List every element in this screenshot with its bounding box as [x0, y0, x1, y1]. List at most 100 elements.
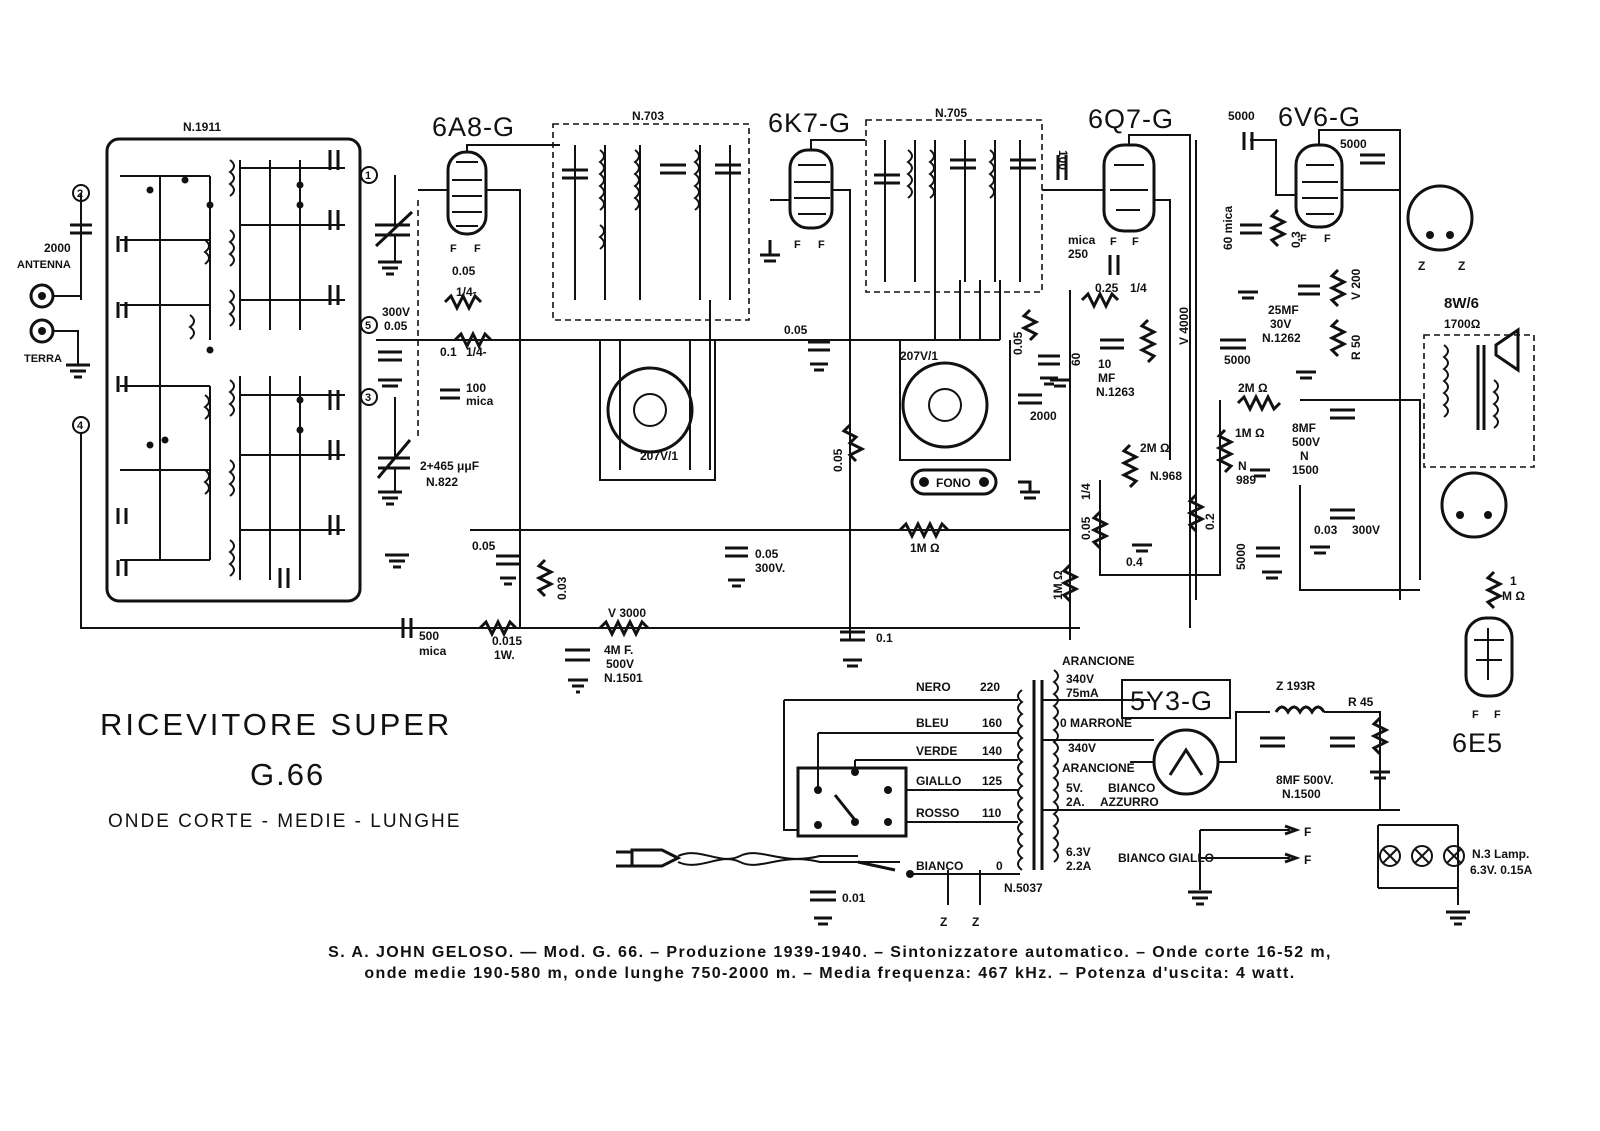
6a8-filament-label-1: F: [450, 243, 457, 255]
voltage-selector: [796, 766, 908, 838]
cap-2000-label: 2000: [44, 241, 71, 255]
res-0015-watt-label: 1W.: [494, 648, 515, 662]
res-02-label: 0.2: [1203, 513, 1217, 530]
if-transformer-705: N.705: [865, 106, 1043, 293]
secondary-azzurro-label: AZZURRO: [1100, 795, 1159, 809]
mains-z-label-2: Z: [972, 915, 979, 929]
tube-6v6g: 5000 6V6-G F F 5000 60 mica 0.3 25MF 30V…: [1221, 102, 1421, 600]
res-005g-label: 0.05: [1079, 516, 1093, 540]
cap-4mf-volt-label: 500V: [606, 657, 634, 671]
receiver-title: RICEVITORE SUPER: [100, 707, 453, 742]
cap-8mf-label: 8MF: [1292, 421, 1316, 435]
cap-100-mica-label: mica: [466, 394, 494, 408]
secondary-marrone-label: 0 MARRONE: [1060, 716, 1132, 730]
tube-6e5-label: 6E5: [1452, 728, 1503, 758]
cap-005e-label: 0.05: [755, 547, 779, 561]
primary-140-label: 140: [982, 744, 1002, 758]
cap-100-mica-2: [1056, 155, 1068, 180]
tube-6q7g-label: 6Q7-G: [1088, 104, 1174, 134]
cap-60-label: 60: [1069, 352, 1083, 366]
res-005f-label: 0.05: [1011, 331, 1025, 355]
tube-5y3g: 5Y3-G Z 193R 8MF 500V. N.1500 R 45: [1042, 679, 1400, 811]
pot-part-label: N.968: [1150, 469, 1182, 483]
tube-6q7g: 6Q7-G F F mica 250 0.25 1/4 10 MF N.1263…: [1011, 104, 1191, 628]
primary-160-label: 160: [982, 716, 1002, 730]
cap-100m-label: 100: [1056, 150, 1070, 170]
model-number: G.66: [250, 757, 326, 792]
cap-003-volt-label: 300V: [1352, 523, 1380, 537]
tuning-capacitors: 100 mica 2+465 μμF N.822 300V 0.05: [374, 175, 494, 506]
res-04-label: 0.4: [1126, 555, 1143, 569]
primary-220-label: 220: [980, 680, 1000, 694]
speaker-label: 8W/6: [1444, 295, 1479, 312]
secondary-5v-label: 5V.: [1066, 781, 1083, 795]
cap-250-mica-label: mica: [1068, 233, 1096, 247]
rf-trimmers: [116, 150, 340, 588]
cap-2000b-label: 2000: [1030, 409, 1057, 423]
secondary-340b-label: 340V: [1068, 741, 1096, 755]
secondary-75ma-label: 75mA: [1066, 686, 1099, 700]
terminal-4-label: 4: [77, 420, 84, 432]
cap-003-label: 0.03: [1314, 523, 1338, 537]
tube-6a8g-label: 6A8-G: [432, 112, 515, 142]
secondary-2a-label: 2A.: [1066, 795, 1085, 809]
bands-subtitle: ONDE CORTE - MEDIE - LUNGHE: [108, 811, 462, 832]
cap-10-label: 10: [1098, 357, 1112, 371]
rf-unit-label: N.1911: [183, 120, 221, 134]
res-1m-eye-label: 1: [1510, 574, 1517, 588]
caption: S. A. JOHN GELOSO. — Mod. G. 66. – Produ…: [190, 942, 1470, 984]
tube-6a8g: 6A8-G F F 0.05 1/4- 0.1 1/4-: [418, 112, 560, 628]
primary-giallo-label: GIALLO: [916, 774, 961, 788]
if1-label: N.703: [632, 109, 664, 123]
cap-8mf-filter-part-label: N.1500: [1282, 787, 1321, 801]
fono-socket: [910, 468, 998, 496]
cap-25mf-volt-label: 30V: [1270, 317, 1291, 331]
primary-bleu-label: BLEU: [916, 716, 949, 730]
res-1m-label: 1M Ω: [910, 541, 940, 555]
rf-coil-unit: N.1911: [105, 120, 362, 603]
trimmer-label: 2+465 μμF: [420, 459, 479, 473]
wave-switch-2: 207V/1 FONO: [899, 280, 1040, 500]
tube-6k7g: 6K7-G F F 0.05 0.05 0.05 300V. 1M Ω 0.1: [725, 108, 950, 668]
caption-line-1: S. A. JOHN GELOSO. — Mod. G. 66. – Produ…: [328, 944, 1332, 961]
primary-nero-label: NERO: [916, 680, 951, 694]
res-005-watt-label: 1/4-: [456, 285, 477, 299]
if2-label: N.705: [935, 106, 967, 120]
mains-section: 0.01 Z Z: [616, 699, 1020, 929]
decoupling-section: 0.05 0.03 500 mica 0.015 1W. V 3000 4M F…: [401, 539, 650, 694]
primary-bianco-label: BIANCO: [916, 859, 963, 873]
terminal-3: [360, 388, 378, 406]
6e5-filament-label-2: F: [1494, 709, 1501, 721]
choke-label: Z 193R: [1276, 679, 1316, 693]
heater-f-label-1: F: [1304, 825, 1311, 839]
res-v3000-label: V 3000: [608, 606, 646, 620]
title-block: RICEVITORE SUPER G.66 ONDE CORTE - MEDIE…: [100, 707, 560, 833]
terminal-5-label: 5: [365, 320, 371, 332]
tube-6v6g-label: 6V6-G: [1278, 102, 1361, 132]
pot-989-label-b: 989: [1236, 473, 1256, 487]
6v6-filament-label-2: F: [1324, 233, 1331, 245]
res-v200-label: V 200: [1349, 268, 1363, 300]
caption-line-2: onde medie 190-580 m, onde lunghe 750-20…: [364, 965, 1296, 982]
trimmer-part-label: N.822: [426, 475, 458, 489]
cap-001-label: 0.01: [842, 891, 866, 905]
primary-verde-label: VERDE: [916, 744, 957, 758]
res-005-label: 0.05: [452, 264, 476, 278]
pilot-lamps: [1379, 845, 1465, 867]
power-transformer: NERO 220 BLEU 160 VERDE 140 GIALLO 125 R…: [916, 654, 1214, 895]
if-transformer-703: N.703: [552, 109, 750, 321]
6q7-filament-label-1: F: [1110, 236, 1117, 248]
cap-100-label: 100: [466, 381, 486, 395]
cap-8mf-part-label: 1500: [1292, 463, 1319, 477]
res-025-watt-label: 1/4: [1130, 281, 1147, 295]
res-03-label: 0.3: [1289, 231, 1303, 248]
cap-5000a-label: 5000: [1224, 353, 1251, 367]
terminal-3-label: 3: [365, 392, 371, 404]
cap-01-label: 0.1: [876, 631, 893, 645]
mains-z-label-1: Z: [940, 915, 947, 929]
cap-250-label: 250: [1068, 247, 1088, 261]
cap-005c-label: 0.05: [784, 323, 808, 337]
res-005d-label: 0.05: [831, 448, 845, 472]
secondary-340a-label: 340V: [1066, 672, 1094, 686]
